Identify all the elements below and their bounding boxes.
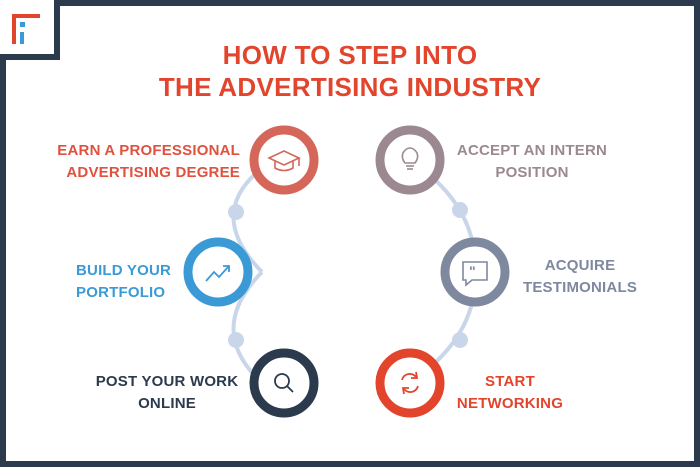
page-title-line1: HOW TO STEP INTO [222, 40, 478, 70]
svg-text:": " [469, 263, 476, 279]
step-label-post-line2: ONLINE [138, 395, 196, 412]
step-label-degree-line1: EARN A PROFESSIONAL [57, 142, 240, 159]
step-node-intern [375, 125, 445, 195]
frame-border-top [60, 0, 700, 6]
step-label-degree: EARN A PROFESSIONAL ADVERTISING DEGREE [30, 140, 240, 184]
connector-dot [452, 332, 468, 348]
trending-up-icon [205, 265, 230, 282]
step-node-degree [249, 125, 319, 195]
step-label-portfolio-line2: PORTFOLIO [76, 284, 166, 301]
step-label-intern-line2: POSITION [495, 164, 569, 181]
refresh-icon [401, 371, 419, 395]
step-node-testimonials: " [440, 237, 510, 307]
quote-bubble-icon: " [462, 261, 488, 287]
logo [0, 0, 60, 60]
step-label-degree-line2: ADVERTISING DEGREE [66, 164, 240, 181]
step-node-networking [375, 348, 445, 418]
page-title-line2: THE ADVERTISING INDUSTRY [158, 72, 542, 102]
lightbulb-icon [401, 147, 419, 170]
step-label-portfolio: BUILD YOUR PORTFOLIO [76, 260, 196, 304]
step-label-post: POST YOUR WORK ONLINE [92, 371, 242, 415]
step-label-post-line1: POST YOUR WORK [95, 373, 239, 390]
logo-mark-icon [12, 14, 40, 44]
step-label-intern-line1: ACCEPT AN INTERN [456, 142, 608, 159]
step-label-intern: ACCEPT AN INTERN POSITION [452, 140, 612, 184]
frame-border-bottom [0, 461, 700, 467]
step-node-post [249, 348, 319, 418]
search-icon [274, 373, 294, 393]
step-label-portfolio-line1: BUILD YOUR [76, 262, 172, 279]
step-label-testimonials: ACQUIRE TESTIMONIALS [520, 255, 640, 299]
connector-left [228, 166, 264, 385]
frame-border-left [0, 60, 6, 467]
graduation-cap-icon [267, 150, 301, 172]
step-label-testimonials-line1: ACQUIRE [544, 257, 616, 274]
step-label-networking: START NETWORKING [455, 371, 565, 415]
connector-dot [228, 332, 244, 348]
frame-border-right [694, 0, 700, 467]
step-label-testimonials-line2: TESTIMONIALS [522, 279, 638, 296]
connector-dot [228, 204, 244, 220]
connector-dot [452, 202, 468, 218]
step-label-networking-line2: NETWORKING [456, 395, 564, 412]
step-label-networking-line1: START [485, 373, 535, 390]
step-node-portfolio [183, 237, 253, 307]
